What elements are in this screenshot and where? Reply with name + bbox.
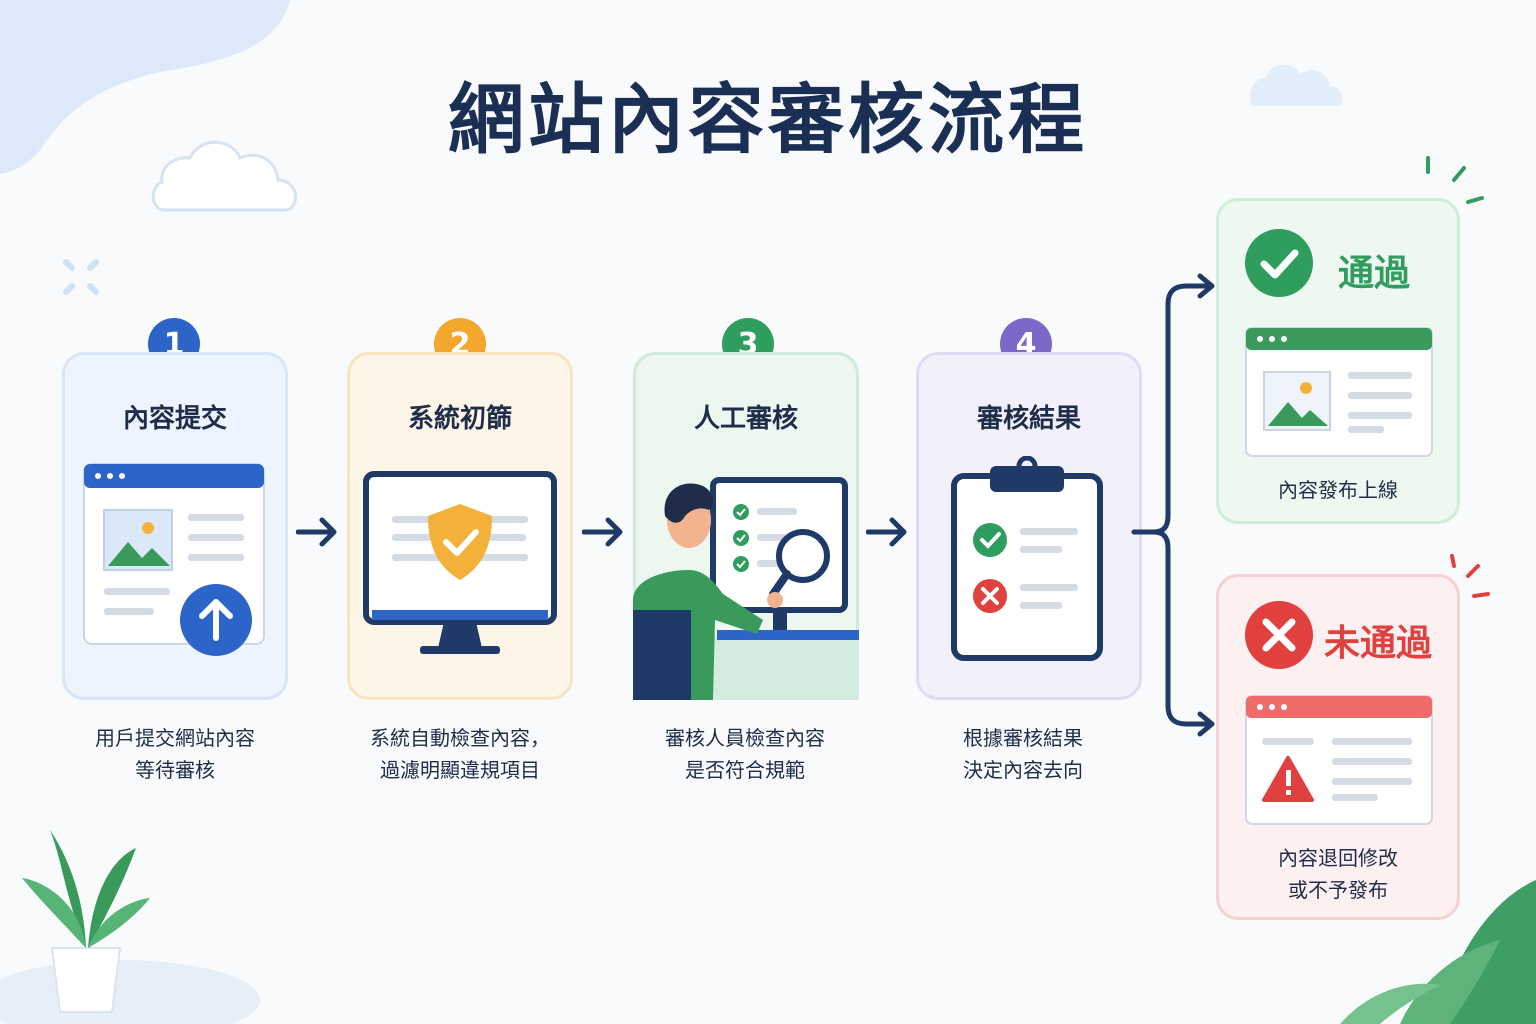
arrow-right-icon [582, 517, 623, 547]
plant-left-decoration [0, 830, 260, 1024]
step-3-desc-line: 審核人員檢查內容 [665, 726, 825, 750]
branch-connector [1131, 273, 1215, 737]
step-1-label: 內容提交 [122, 404, 227, 434]
step-1-description: 用戶提交網站內容 等待審核 [45, 722, 305, 786]
step-1-desc-line: 等待審核 [135, 758, 215, 782]
step-4-label: 審核結果 [976, 404, 1081, 434]
step-3-desc-line: 是否符合規範 [685, 758, 805, 782]
step-3-label: 人工審核 [693, 404, 798, 434]
rejected-page-icon [1245, 695, 1433, 825]
page-title: 網站內容審核流程 [448, 75, 1088, 164]
upload-content-icon [83, 463, 265, 656]
plant-right-decoration [1340, 880, 1536, 1024]
sparkle-decoration [63, 259, 99, 295]
fail-desc-line: 或不予發布 [1288, 878, 1388, 902]
fail-sparkle-decoration [1450, 554, 1490, 598]
published-page-icon [1245, 327, 1433, 457]
step-4-desc-line: 根據審核結果 [963, 726, 1083, 750]
monitor-shield-icon [363, 471, 557, 654]
step-3-description: 審核人員檢查內容 是否符合規範 [615, 722, 875, 786]
human-reviewer-icon [633, 477, 859, 700]
corner-blob-shape [0, 0, 290, 174]
pass-result-description: 內容發布上線 [1278, 478, 1398, 502]
arrow-right-icon [866, 517, 907, 547]
pass-sparkle-decoration [1426, 156, 1484, 204]
step-2-desc-line: 過濾明顯違規項目 [380, 758, 540, 782]
pass-result-title: 通過 [1338, 253, 1411, 294]
fail-desc-line: 內容退回修改 [1278, 846, 1398, 870]
x-circle-icon [1245, 601, 1313, 669]
step-4-desc-line: 決定內容去向 [963, 758, 1083, 782]
step-1-desc-line: 用戶提交網站內容 [95, 726, 255, 750]
check-circle-icon [1245, 229, 1313, 297]
fail-result-title: 未通過 [1324, 623, 1433, 664]
step-2-description: 系統自動檢查內容， 過濾明顯違規項目 [330, 722, 590, 786]
clipboard-result-icon [951, 456, 1103, 661]
step-2-desc-line: 系統自動檢查內容， [370, 726, 550, 750]
fail-result-description: 內容退回修改 或不予發布 [1216, 842, 1460, 906]
cloud-right [1249, 64, 1343, 106]
arrow-right-icon [296, 517, 337, 547]
step-4-description: 根據審核結果 決定內容去向 [893, 722, 1153, 786]
cloud-left [151, 140, 297, 212]
step-2-label: 系統初篩 [407, 404, 512, 434]
